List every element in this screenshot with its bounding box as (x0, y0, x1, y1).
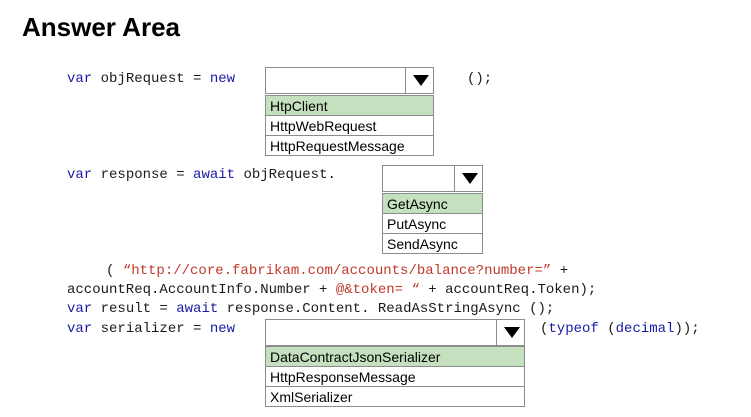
dropdown-http-method-options: GetAsync PutAsync SendAsync (382, 193, 483, 254)
dropdown-serializer[interactable] (265, 319, 525, 346)
code-line-obj-request: var objRequest = new (67, 70, 235, 89)
code-text: result = (92, 301, 177, 317)
code-text: objRequest. (235, 167, 336, 183)
dropdown-request-type[interactable] (265, 67, 434, 94)
chevron-down-icon[interactable] (405, 68, 433, 93)
keyword-typeof: typeof (548, 321, 599, 337)
code-text: ( (106, 263, 123, 279)
option-sendasync[interactable]: SendAsync (387, 236, 458, 252)
code-line-result: var result = await response.Content. Rea… (67, 300, 554, 319)
option-getasync[interactable]: GetAsync (383, 194, 482, 214)
keyword-new: new (209, 71, 236, 87)
code-text: )); (674, 321, 700, 337)
option-putasync[interactable]: PutAsync (383, 214, 482, 234)
code-text: + (551, 263, 569, 279)
keyword-await: await (176, 301, 219, 317)
chevron-down-icon[interactable] (454, 166, 482, 191)
code-text-typeof: (typeof (decimal)); (540, 320, 700, 339)
code-line-token: accountReq.AccountInfo.Number + @&token=… (67, 281, 596, 300)
option-xmlserializer[interactable]: XmlSerializer (270, 389, 353, 405)
keyword-var: var (67, 301, 93, 317)
chevron-down-icon[interactable] (496, 320, 524, 345)
code-text: response.Content. ReadAsStringAsync (); (218, 301, 555, 317)
dropdown-request-type-options: HtpClient HttpWebRequest HttpRequestMess… (265, 95, 434, 156)
code-text: accountReq.AccountInfo.Number + (67, 282, 336, 298)
token-string: @&token= “ (335, 282, 420, 298)
code-text: ( (598, 321, 616, 337)
option-datacontractjsonserializer[interactable]: DataContractJsonSerializer (266, 347, 524, 367)
page-title: Answer Area (22, 12, 180, 42)
code-text: serializer = (92, 321, 210, 337)
dropdown-serializer-options: DataContractJsonSerializer HttpResponseM… (265, 346, 525, 407)
code-text: ( (540, 321, 549, 337)
code-text: + accountReq.Token); (419, 282, 597, 298)
code-line-serializer: var serializer = new (67, 320, 235, 339)
option-httpwebrequest[interactable]: HttpWebRequest (266, 116, 433, 136)
keyword-var: var (67, 321, 93, 337)
code-text: objRequest = (92, 71, 210, 87)
option-htpclient[interactable]: HtpClient (266, 96, 433, 116)
keyword-decimal: decimal (615, 321, 675, 337)
dropdown-http-method[interactable] (382, 165, 483, 192)
option-httpresponsemessage[interactable]: HttpResponseMessage (266, 367, 524, 387)
keyword-var: var (67, 71, 93, 87)
code-line-url: ( “http://core.fabrikam.com/accounts/bal… (106, 262, 568, 281)
code-text-call: (); (467, 71, 493, 87)
keyword-await: await (193, 167, 236, 183)
keyword-var: var (67, 167, 93, 183)
keyword-new: new (209, 321, 236, 337)
code-line-response: var response = await objRequest. (67, 166, 336, 185)
url-string: “http://core.fabrikam.com/accounts/balan… (122, 263, 552, 279)
option-httprequestmessage[interactable]: HttpRequestMessage (270, 138, 405, 154)
code-text: response = (92, 167, 194, 183)
